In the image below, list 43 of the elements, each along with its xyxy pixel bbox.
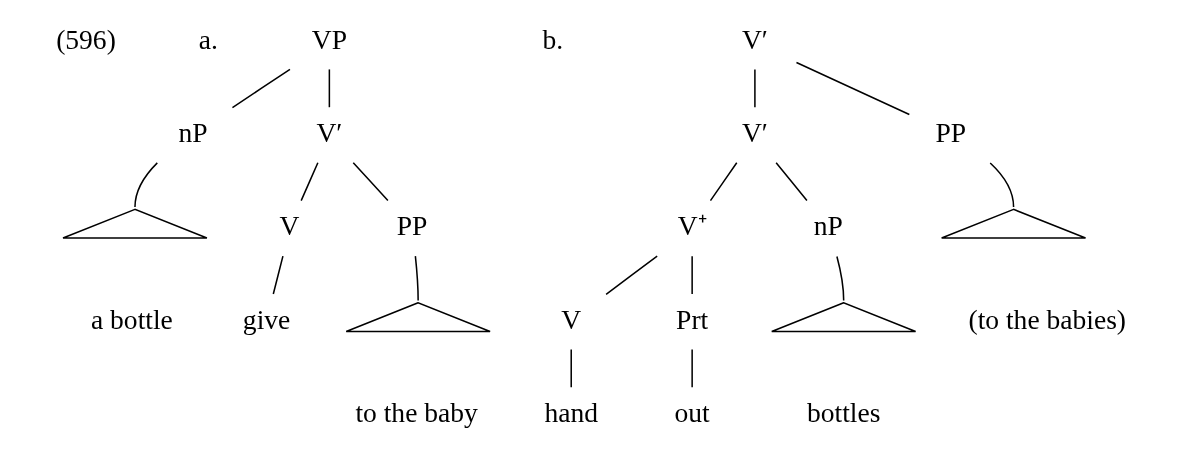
connector [754, 68, 756, 108]
node-text: PP [396, 210, 428, 242]
connector [414, 255, 419, 302]
connector [836, 255, 845, 302]
node-triangle [345, 301, 491, 333]
node-text: Prt [676, 303, 709, 335]
node-text: PP [935, 116, 967, 148]
connector [605, 255, 658, 296]
connector [328, 68, 331, 108]
label: b. [542, 23, 564, 55]
node-triangle [770, 301, 917, 333]
node-text: V′ [741, 116, 768, 148]
node-text: nP [178, 116, 208, 148]
node-text: V [561, 303, 582, 335]
node-text: VP [311, 23, 347, 55]
connector [300, 162, 319, 202]
node-text: out [674, 396, 710, 428]
label: (596) [56, 23, 116, 55]
connector [231, 68, 291, 109]
node-text: V′ [741, 23, 768, 55]
node-text: V [279, 210, 300, 242]
node-text: V⁺ [677, 210, 707, 242]
connector [775, 162, 808, 202]
connector [691, 348, 693, 389]
node-label: a bottle [90, 303, 173, 335]
connector [134, 162, 159, 208]
node-text: V′ [316, 116, 343, 148]
connector [352, 162, 389, 202]
connector [709, 162, 738, 202]
connector [795, 61, 911, 116]
node-triangle [940, 208, 1087, 239]
connector [989, 162, 1015, 208]
node-text: nP [813, 210, 843, 242]
node-text: hand [544, 396, 598, 428]
label: a. [198, 23, 218, 55]
node-text: give [242, 303, 291, 335]
node-triangle [62, 208, 208, 239]
connector [570, 348, 572, 389]
node-label: to the baby [355, 396, 478, 428]
connector [272, 255, 284, 295]
node-label: (to the babies) [968, 303, 1127, 335]
node-label: bottles [806, 396, 881, 428]
connector [691, 255, 693, 295]
